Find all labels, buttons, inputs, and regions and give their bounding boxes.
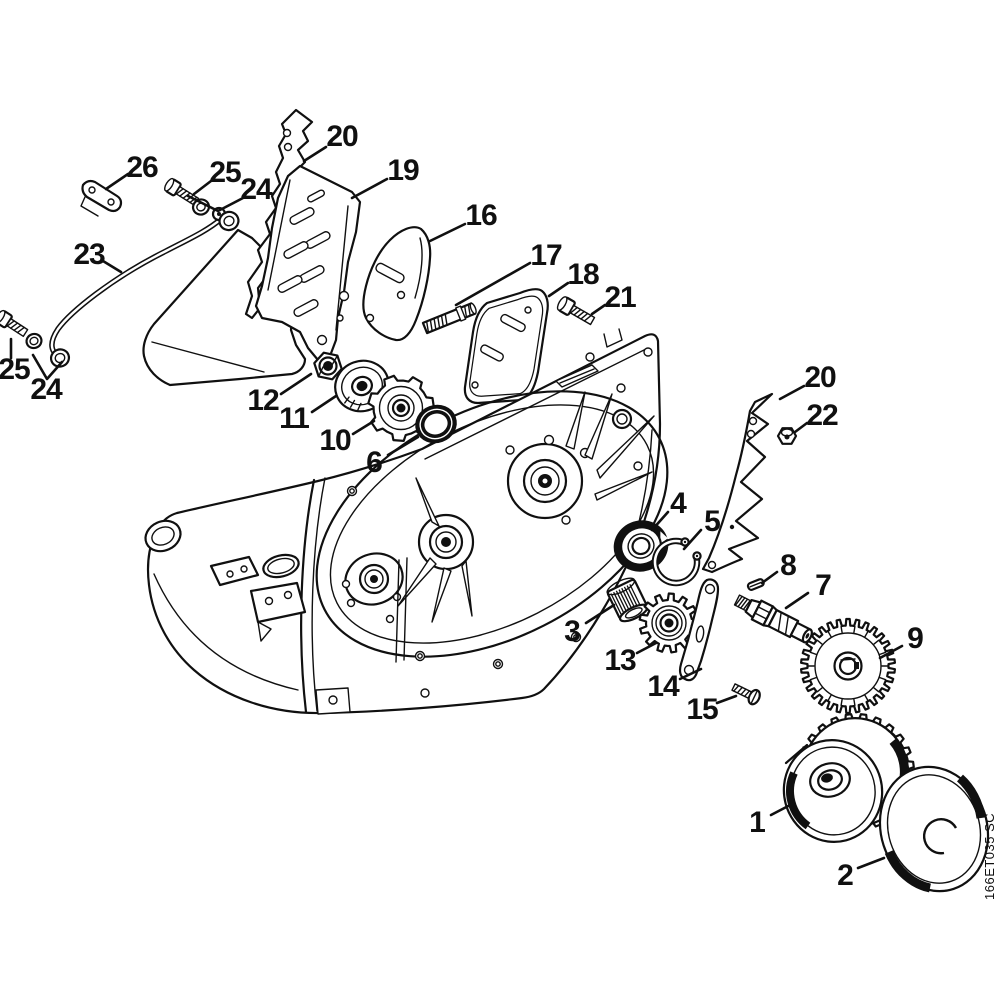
hole [283,142,293,152]
callout-label-14: 14 [647,670,680,703]
cover-washer-2-drawing [878,765,990,893]
leader-line-22 [793,421,809,434]
callout-label-20: 20 [326,120,358,153]
cover-plate-16-drawing [362,226,432,342]
callout-label-23: 23 [73,238,105,271]
callout-label-20: 20 [804,361,836,394]
callout-label-17: 17 [530,239,562,272]
callout-label-4: 4 [670,487,687,520]
callout-label-6: 6 [366,446,382,479]
leader-line-14 [678,667,703,681]
crankcase-fuel-tank-drawing [144,328,669,715]
callout-label-26: 26 [126,151,158,184]
leader-line-2 [856,856,886,870]
leader-line-3 [584,603,616,625]
callout-label-25: 25 [209,156,241,189]
nut-12-drawing [313,351,343,381]
leader-line-25 [192,179,213,196]
callout-label-24: 24 [240,173,273,206]
lever-14-drawing [678,578,720,682]
leader-line-24 [186,194,245,213]
callout-label-3: 3 [564,615,580,648]
callout-label-16: 16 [465,199,497,232]
side-plate-19-drawing [254,164,362,362]
crank-bore-boss [505,434,591,525]
leader-line-6 [386,435,420,457]
hole [282,128,292,138]
leader-line-10 [351,419,376,436]
leader-line-23 [101,259,123,274]
leader-line-1 [769,801,796,817]
leader-line-5 [682,528,703,551]
worm-shaft-7-drawing [733,594,813,644]
gear-9-drawing [800,617,896,715]
callout-label-24: 24 [30,373,63,406]
leader-line-21 [590,303,607,316]
callout-label-1: 1 [749,806,765,839]
callout-label-12: 12 [247,384,279,417]
leader-line-8 [760,570,779,585]
callout-label-2: 2 [837,859,853,892]
callout-label-13: 13 [604,644,636,677]
callout-label-10: 10 [319,424,351,457]
nut-22-drawing [776,427,798,445]
tank-opening [262,553,300,579]
tension-lever-20-drawing [701,392,774,574]
callout-label-22: 22 [806,399,838,432]
needle-cage-3-drawing [606,577,649,623]
leader-line-11 [310,394,338,414]
leader-line-15 [715,694,738,705]
secondary-bore-boss [417,513,475,571]
seal-ring-6-drawing [415,404,457,444]
leader-line-4 [650,510,670,532]
callout-leader-lines [9,145,904,870]
leader-line-24 [31,353,64,381]
leader-line-20 [778,384,806,401]
callout-label-8: 8 [780,549,796,582]
callout-label-25: 25 [0,353,30,386]
callout-label-19: 19 [387,154,419,187]
callout-label-5: 5 [704,505,720,538]
callout-label-18: 18 [567,258,599,291]
cooling-fins [397,391,655,623]
screw-25-bottom-drawing [0,309,29,338]
leader-line-13 [635,641,658,655]
leader-line-17 [454,261,532,307]
callout-label-7: 7 [815,569,831,602]
tank-pad [209,555,260,587]
ball-bearing-4-drawing [613,520,669,572]
flange-bolt-holes [346,485,643,670]
leader-line-7 [784,591,810,610]
gear-13-drawing [638,592,700,654]
gasket-18-drawing [463,288,549,405]
stud-17-drawing [421,302,477,335]
key-8-drawing [746,578,765,591]
clutch-drum-1-drawing [782,713,915,843]
callout-label-21: 21 [604,281,636,314]
callout-label-15: 15 [686,693,718,726]
oil-pump-boss [341,552,404,624]
leader-line-19 [350,177,389,200]
washers-24-bottom-drawing [25,332,71,368]
callout-label-11: 11 [279,402,309,435]
callout-label-9: 9 [907,622,923,655]
leader-line-26 [104,172,130,191]
filler-neck [144,519,182,553]
leader-line-16 [428,222,467,243]
leader-line-9 [878,644,904,660]
screw-15-drawing [731,683,761,706]
figure-code: 166ET035 SC [982,812,997,900]
clamp-26-drawing [80,179,123,217]
screw-21-drawing [556,296,596,326]
leader-line-12 [279,372,313,396]
leader-line-18 [547,281,570,298]
screw-25-top-drawing [164,177,200,206]
leader-line-20 [302,145,328,163]
